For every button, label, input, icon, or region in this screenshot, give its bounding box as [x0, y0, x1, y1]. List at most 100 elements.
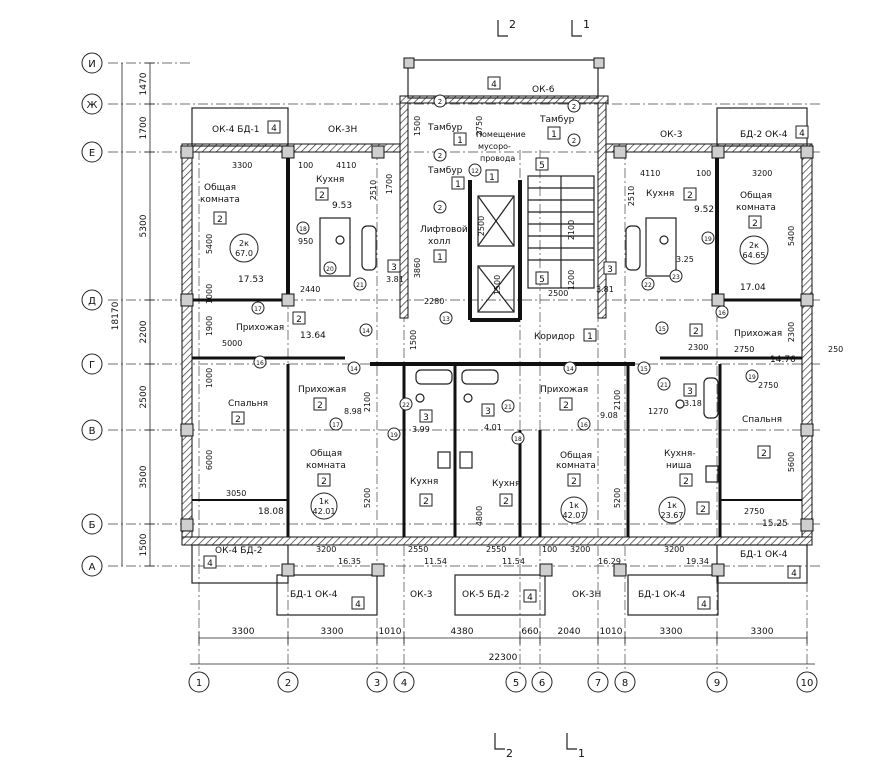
svg-text:2750: 2750: [758, 381, 778, 390]
svg-text:16: 16: [256, 360, 264, 367]
svg-text:1500: 1500: [409, 330, 418, 350]
tag: 2: [689, 323, 703, 337]
stair: [477, 175, 595, 313]
room-name: Общая: [740, 191, 772, 201]
svg-text:4800: 4800: [475, 506, 484, 526]
svg-text:950: 950: [298, 237, 313, 246]
door-bubble: 17: [329, 417, 343, 431]
apartment-type: 2к: [749, 241, 759, 250]
axis-bubble: 8: [614, 671, 636, 693]
tag: 1: [485, 169, 499, 183]
svg-text:2300: 2300: [688, 343, 708, 352]
svg-text:22: 22: [402, 402, 410, 409]
svg-text:2300: 2300: [787, 322, 796, 342]
door-bubble: 2: [433, 148, 447, 162]
axis-bubble: Б: [81, 513, 103, 535]
tag: 1: [453, 132, 467, 146]
tag: 5: [535, 271, 549, 285]
svg-text:1900: 1900: [205, 316, 214, 336]
room-name: Тамбур: [539, 115, 575, 125]
svg-text:7: 7: [595, 678, 601, 689]
svg-text:4110: 4110: [640, 169, 660, 178]
svg-text:15: 15: [658, 326, 666, 333]
svg-text:1: 1: [457, 136, 463, 146]
door-bubble: 21: [501, 399, 515, 413]
axis-bubble: 3: [366, 671, 388, 693]
tag: 4: [351, 596, 365, 610]
room-name: Общая: [310, 449, 342, 459]
bottom-axis-markers: 1 2 3 4 5 6 7 8 9 10: [188, 671, 818, 693]
section-marks: 2 1 2 1: [494, 18, 590, 760]
axis-bubble: Е: [81, 141, 103, 163]
dim-label: 3300: [660, 627, 683, 637]
window-label: БД-1 ОК-4: [638, 590, 686, 600]
svg-text:3: 3: [687, 387, 693, 397]
axis-bubble: Г: [81, 353, 103, 375]
door-bubble: 16: [577, 417, 591, 431]
dim-label: 1010: [600, 627, 623, 637]
tag: 4: [523, 589, 537, 603]
svg-text:20: 20: [326, 266, 334, 273]
svg-text:2: 2: [317, 401, 323, 411]
room-area: 3.81: [596, 285, 614, 294]
svg-text:2510: 2510: [369, 180, 378, 200]
axis-bubble: 9: [706, 671, 728, 693]
room-area: 16.35: [338, 557, 361, 566]
svg-text:2750: 2750: [744, 507, 764, 516]
svg-text:1200: 1200: [567, 270, 576, 290]
door-bubble: 2: [433, 94, 447, 108]
svg-text:2: 2: [321, 477, 327, 487]
svg-text:2: 2: [296, 315, 302, 325]
tag: 1: [583, 328, 597, 342]
svg-text:2750: 2750: [475, 116, 484, 136]
room-name: мусоро-: [478, 142, 511, 151]
room-area: 3.81: [386, 275, 404, 284]
svg-text:4: 4: [791, 569, 797, 579]
door-bubble: 21: [657, 377, 671, 391]
svg-text:И: И: [88, 59, 95, 70]
tag: 2: [559, 397, 573, 411]
svg-text:2500: 2500: [548, 289, 568, 298]
window-label: БД-2 ОК-4: [740, 130, 788, 140]
room-area: 11.54: [424, 557, 447, 566]
room-area: 15.25: [762, 519, 788, 529]
svg-text:3860: 3860: [413, 258, 422, 278]
dim-label: 3300: [751, 627, 774, 637]
svg-text:4: 4: [207, 559, 213, 569]
axis-bubble: 5: [505, 671, 527, 693]
tag: 3: [419, 409, 433, 423]
door-bubble: 23: [669, 269, 683, 283]
svg-text:17: 17: [254, 306, 262, 313]
svg-text:1: 1: [437, 253, 443, 263]
svg-text:2: 2: [752, 219, 758, 229]
door-bubble: 19: [701, 231, 715, 245]
svg-text:3: 3: [485, 407, 491, 417]
window-label: ОК-3Н: [572, 590, 601, 600]
axis-bubble: Ж: [81, 93, 103, 115]
apartment-marker: [560, 496, 588, 524]
apartment-area: 42.07: [563, 511, 586, 520]
svg-text:3: 3: [423, 413, 429, 423]
svg-text:2: 2: [235, 415, 241, 425]
svg-text:2: 2: [563, 401, 569, 411]
svg-text:2: 2: [571, 477, 577, 487]
room-name: Коридор: [534, 332, 575, 342]
svg-text:2: 2: [700, 505, 706, 515]
tag: 2: [419, 493, 433, 507]
svg-text:Ж: Ж: [87, 100, 98, 111]
room-name: Прихожая: [298, 385, 346, 395]
svg-text:2: 2: [438, 152, 442, 160]
svg-text:8: 8: [622, 678, 628, 689]
svg-text:3: 3: [391, 263, 397, 273]
svg-text:1: 1: [196, 678, 202, 689]
svg-text:100: 100: [298, 161, 313, 170]
room-area: 11.54: [502, 557, 525, 566]
svg-text:4: 4: [799, 129, 805, 139]
svg-text:4: 4: [701, 600, 707, 610]
svg-text:19: 19: [390, 432, 398, 439]
svg-text:1: 1: [489, 173, 495, 183]
svg-text:2: 2: [761, 449, 767, 459]
dim-label: 22300: [489, 653, 518, 663]
svg-text:1700: 1700: [385, 174, 394, 194]
section-label: 1: [578, 747, 585, 760]
